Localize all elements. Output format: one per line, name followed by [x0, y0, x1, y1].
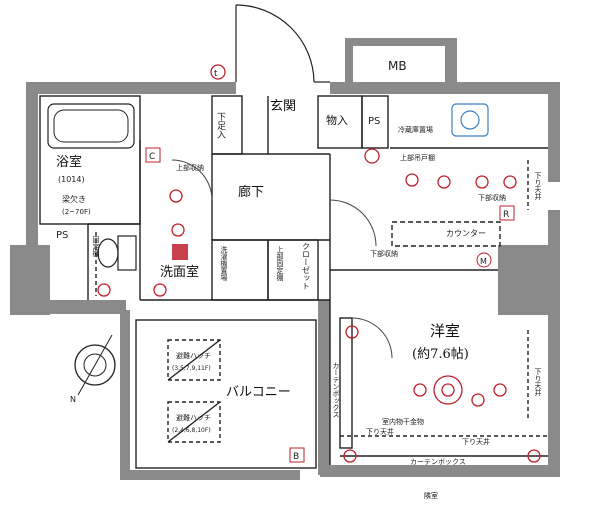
bathtub — [47, 103, 135, 149]
note-lower-ceiling-2: 下り天井 — [366, 427, 394, 436]
note-lower-ceiling-1: 下り天井 — [534, 172, 542, 201]
room-labels: 浴室 (1014) 梁欠き (2~70F) 玄関 廊下 洗面室 洋室 (約7.6… — [56, 59, 469, 400]
note-counter: カウンター — [446, 229, 486, 238]
symbol-m: M — [480, 257, 487, 266]
label-balcony: バルコニー — [226, 385, 291, 400]
note-indoor-dryer: 室内物干金物 — [382, 417, 424, 426]
note-lower-storage-2: 下部収納 — [370, 249, 398, 258]
label-washroom: 洗面室 — [160, 264, 199, 280]
note-washer: 洗濯機置場 — [220, 245, 228, 282]
label-ps-top: PS — [368, 116, 380, 127]
symbol-b-box — [289, 447, 305, 463]
label-storage: 物入 — [326, 113, 348, 127]
toilet — [97, 235, 137, 271]
symbol-c-box — [145, 147, 161, 163]
note-lower-ceiling-3: 下り天井 — [462, 437, 490, 446]
symbol-c: C — [149, 152, 155, 162]
symbol-r: R — [503, 210, 509, 220]
fixture-markers — [97, 64, 541, 463]
entrance-door — [235, 4, 330, 83]
label-mb: MB — [388, 59, 407, 73]
vent-icon — [172, 244, 188, 260]
label-bath-size: (1014) — [58, 175, 85, 184]
note-hatch-1: 避難ハッチ — [176, 351, 211, 360]
annotation-labels: 上部収納 上部吊戸棚 冷蔵庫置場 下り天井 下部収納 カウンター 下部収納 固定… — [92, 125, 542, 500]
interior-partitions — [39, 95, 548, 469]
note-lower-storage-1: 下部収納 — [478, 193, 506, 202]
label-beam: 梁欠き — [62, 194, 86, 204]
note-neighbor: 隣室 — [424, 491, 438, 500]
north-compass — [74, 334, 116, 396]
symbol-b: B — [293, 452, 299, 462]
interior-doors — [171, 159, 393, 359]
note-hatch-1-floors: (3,5,7,9,11F) — [172, 365, 211, 372]
label-entrance: 玄関 — [270, 99, 296, 114]
label-ps-left: PS — [56, 230, 68, 241]
note-lower-ceiling-4: 下り天井 — [534, 368, 542, 397]
sinks — [451, 103, 489, 137]
note-fridge: 冷蔵庫置場 — [398, 125, 433, 134]
note-upper-fixed-shelf: 上部固定棚 — [276, 245, 284, 282]
label-closet: クローゼット — [302, 242, 311, 290]
symbol-m-circle — [476, 252, 492, 268]
label-western-room: 洋室 — [430, 322, 460, 340]
note-curtain-box-1: カーテンボックス — [332, 362, 340, 418]
symbol-t: t — [214, 69, 218, 79]
label-shoe-box: 下足入 — [215, 112, 226, 139]
note-hatch-2: 避難ハッチ — [176, 413, 211, 422]
exterior-walls — [10, 38, 560, 480]
note-curtain-box-2: カーテンボックス — [410, 458, 466, 466]
label-hallway: 廊下 — [238, 184, 264, 200]
note-upper-cabinet: 上部吊戸棚 — [400, 153, 435, 162]
label-western-room-size: (約7.6帖) — [412, 347, 469, 362]
north-label: N — [70, 395, 76, 404]
label-beam-size: (2~70F) — [62, 208, 91, 216]
symbol-markers: t C R M B N — [70, 69, 515, 463]
note-upper-storage: 上部収納 — [176, 163, 204, 172]
note-hatch-2-floors: (2,4,6,8,10F) — [172, 427, 211, 434]
symbol-r-box — [499, 205, 515, 221]
label-bath: 浴室 — [56, 154, 82, 170]
note-fixed-shelf: 固定棚 — [92, 236, 100, 258]
